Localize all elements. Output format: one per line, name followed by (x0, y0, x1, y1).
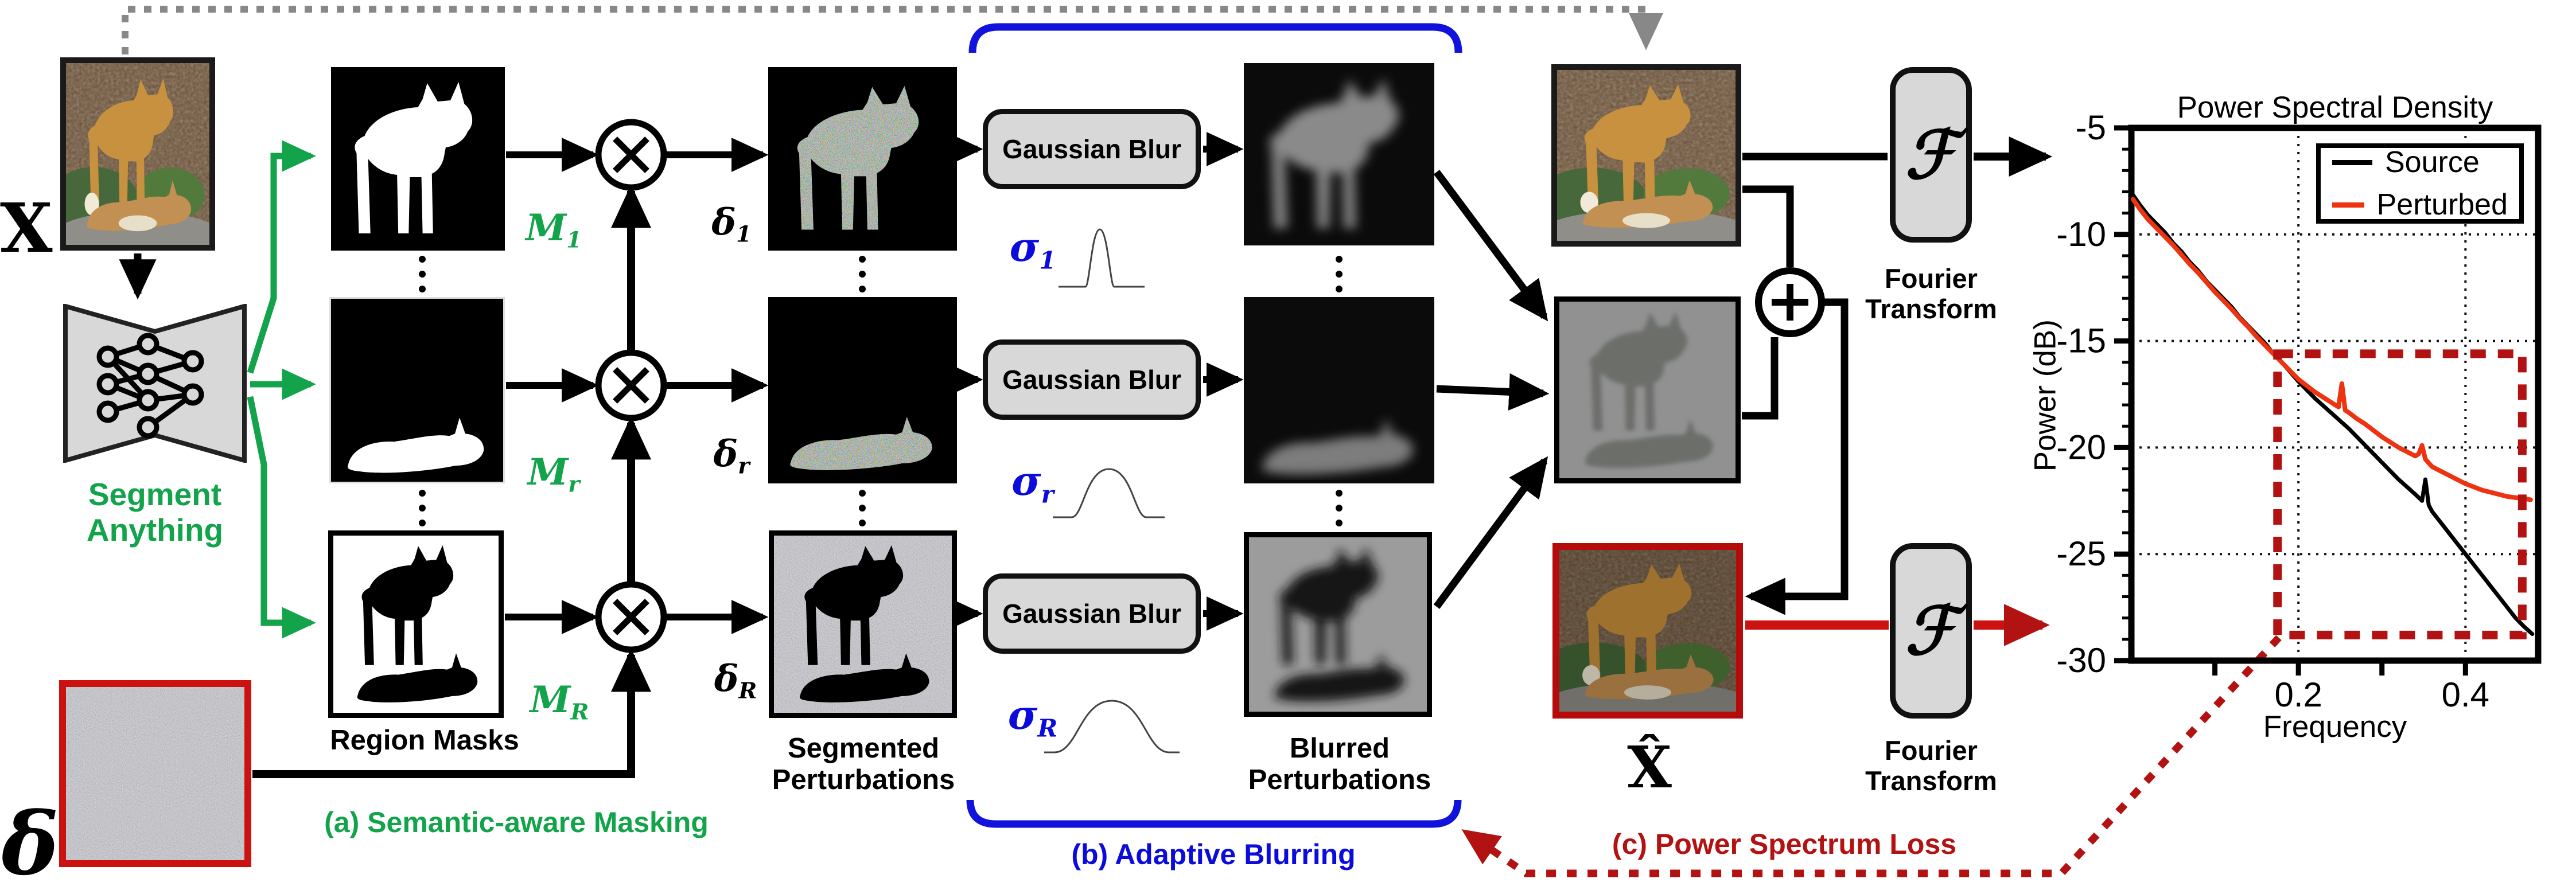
blurred-to-combined-arrows (1433, 170, 1550, 609)
multiply-icon (595, 581, 667, 653)
blurred-perturbation-1 (1244, 63, 1434, 245)
blur-to-img-arrows (1203, 132, 1244, 631)
sam-to-masks-arrows (247, 140, 316, 639)
multiply-icon (595, 349, 667, 421)
mult-to-sp-arrows (664, 138, 769, 634)
chart-legend: Source Perturbed (2316, 143, 2524, 224)
source-photo-x-top (1551, 64, 1741, 247)
section-a-label: (a) Semantic-aware Masking (324, 806, 709, 838)
x-to-fourier-lines (1742, 153, 1888, 615)
adaptive-blurring-brackets (966, 23, 1462, 828)
blurred-perturbations-label: Blurred Perturbations (1248, 733, 1431, 795)
delta-r-label: δr (713, 432, 750, 479)
delta-feed-lines (252, 184, 651, 778)
source-line-swatch (2332, 159, 2372, 165)
chart-ylabel: Power (dB) (2028, 319, 2063, 472)
delta-1-label: δ1 (711, 201, 752, 248)
delta-R-label: δR (714, 657, 757, 704)
gaussian-blur-label: Gaussian Blur (1002, 134, 1181, 164)
delta-label: δ (1, 794, 59, 894)
mask-r-label: Mr (527, 451, 580, 498)
sigma-1-label: σ1 (1009, 223, 1056, 275)
fourier-transform-label-top: Fourier Transform (1865, 263, 1997, 324)
fourier-symbol: ℱ (1905, 592, 1957, 670)
legend-item-source: Source (2332, 145, 2508, 179)
svg-text:0.2: 0.2 (2274, 676, 2322, 714)
gaussian-curves (1044, 228, 1180, 754)
blurred-perturbation-r (1244, 297, 1434, 483)
gaussian-blur-label: Gaussian Blur (1002, 365, 1181, 395)
section-b-label: (b) Adaptive Blurring (1071, 838, 1356, 870)
gaussian-blur-box-R: Gaussian Blur (983, 573, 1201, 654)
chart-xlabel: Frequency (2263, 710, 2407, 744)
fourier-box-top: ℱ (1890, 67, 1972, 243)
sp-to-blur-arrows (945, 132, 983, 631)
input-x-label: X (0, 188, 53, 268)
segment-anything-label: Segment Anything (86, 477, 224, 548)
svg-text:-30: -30 (2056, 641, 2106, 680)
blurred-perturbation-R (1244, 532, 1432, 717)
gaussian-blur-box-r: Gaussian Blur (983, 339, 1201, 420)
sigma-r-label: σr (1011, 457, 1054, 509)
sigma-R-label: σR (1007, 691, 1058, 743)
section-c-label: (c) Power Spectrum Loss (1612, 828, 1957, 860)
legend-label: Perturbed (2376, 188, 2508, 221)
region-masks-label: Region Masks (330, 725, 519, 756)
spectrum-loss-dotted-connector (1461, 635, 2282, 877)
mask-to-mult-arrows (505, 138, 599, 634)
neural-network-icon (96, 333, 204, 439)
multiply-icon (595, 119, 667, 191)
fourier-box-bottom: ℱ (1890, 543, 1972, 719)
gaussian-curve-medium (1053, 468, 1165, 518)
add-icon (1755, 267, 1825, 337)
noise-image-delta (59, 680, 251, 867)
gaussian-curve-wide (1044, 700, 1180, 754)
combined-perturbation (1554, 296, 1741, 483)
region-mask-r (329, 297, 505, 483)
multiply-icons (595, 119, 667, 653)
input-photo-x (60, 57, 215, 251)
svg-text:-25: -25 (2056, 534, 2106, 573)
fourier-transform-label-bottom: Fourier Transform (1865, 735, 1997, 796)
svg-text:-20: -20 (2056, 428, 2106, 466)
fourier-symbol: ℱ (1905, 116, 1957, 194)
region-mask-R (328, 530, 504, 718)
gaussian-blur-label: Gaussian Blur (1002, 599, 1181, 628)
segmented-perturbation-1 (768, 67, 957, 251)
segmented-perturbation-r (768, 297, 957, 483)
mask-1-label: M1 (526, 206, 582, 253)
svg-text:-10: -10 (2056, 215, 2106, 253)
recurrence-dotted-line (122, 6, 1663, 54)
segmented-perturbations-label: Segmented Perturbations (772, 733, 955, 795)
segmented-perturbation-R (769, 530, 957, 718)
legend-item-perturbed: Perturbed (2332, 188, 2508, 222)
ellipsis-dots (419, 256, 1343, 526)
svg-text:0.4: 0.4 (2442, 676, 2489, 714)
svg-text:-5: -5 (2076, 108, 2106, 147)
perturbed-line-swatch (2332, 202, 2364, 208)
mask-R-label: MR (530, 678, 589, 725)
xhat-label: X̂ (1627, 733, 1672, 801)
gaussian-curve-narrow (1059, 228, 1145, 288)
legend-label: Source (2385, 146, 2480, 179)
gaussian-blur-box-1: Gaussian Blur (983, 109, 1201, 189)
svg-text:-15: -15 (2056, 322, 2106, 360)
segment-anything-model (63, 304, 247, 463)
chart-title: Power Spectral Density (2177, 91, 2493, 124)
perturbed-photo-xhat (1552, 543, 1743, 719)
region-mask-1 (331, 67, 505, 251)
